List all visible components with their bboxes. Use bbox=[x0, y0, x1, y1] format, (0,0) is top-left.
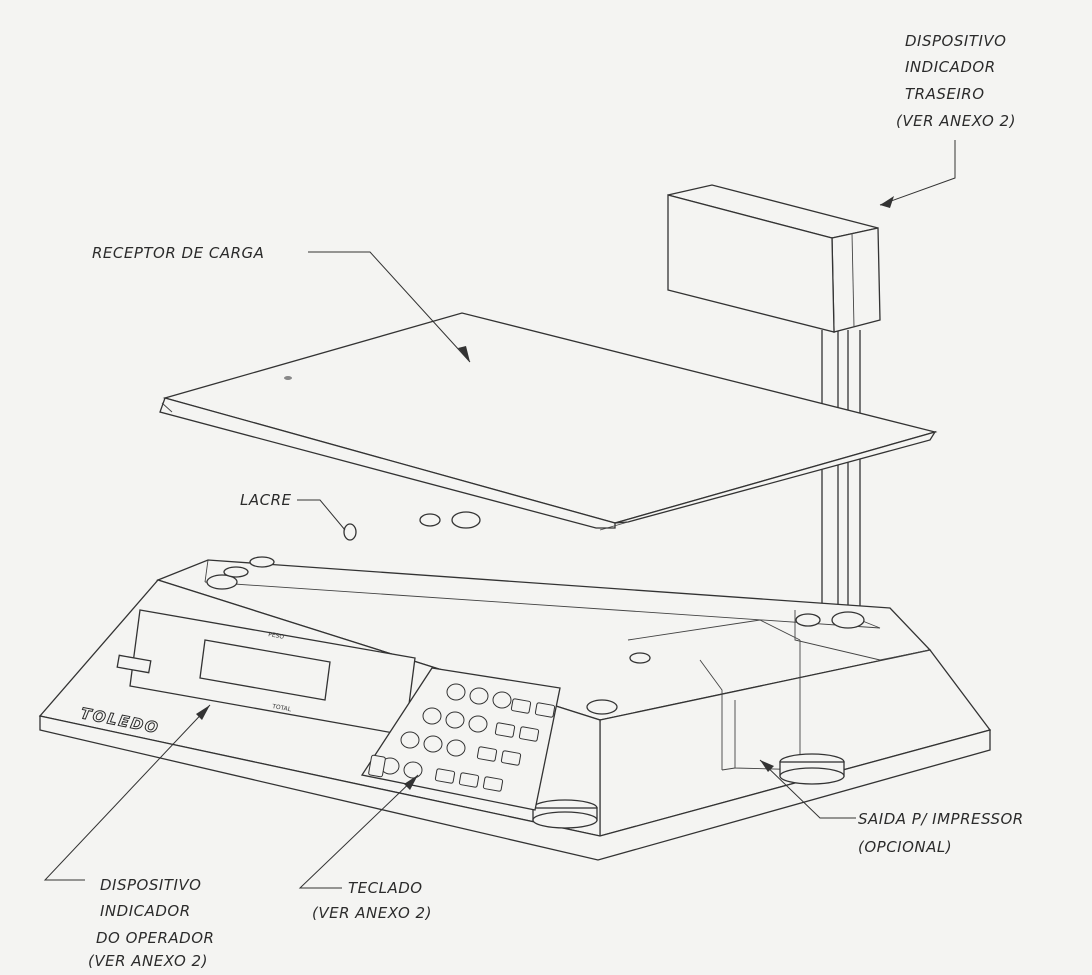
numeric-keys bbox=[380, 683, 512, 779]
label-printer-output: SAIDA P/ IMPRESSOR (OPCIONAL) bbox=[858, 810, 1024, 856]
label-line: SAIDA P/ IMPRESSOR bbox=[858, 810, 1024, 828]
label-line: INDICADOR bbox=[100, 902, 191, 920]
label-line: (VER ANEXO 2) bbox=[896, 112, 1016, 130]
label-line: (VER ANEXO 2) bbox=[312, 904, 432, 922]
label-keyboard: TECLADO (VER ANEXO 2) bbox=[312, 879, 432, 922]
label-line: DISPOSITIVO bbox=[905, 32, 1006, 50]
rear-display-box bbox=[667, 184, 881, 333]
platter-mark bbox=[284, 376, 292, 380]
platter bbox=[159, 312, 938, 531]
label-line: DISPOSITIVO bbox=[100, 876, 201, 894]
label-seal: LACRE bbox=[240, 491, 292, 509]
label-rear-display: DISPOSITIVO INDICADOR TRASEIRO (VER ANEX… bbox=[896, 32, 1016, 130]
label-line: (OPCIONAL) bbox=[858, 838, 952, 856]
svg-text:PESO: PESO bbox=[268, 631, 285, 641]
label-line: DO OPERADOR bbox=[96, 929, 214, 947]
label-load-receiver: RECEPTOR DE CARGA bbox=[92, 244, 264, 262]
foot-front bbox=[532, 799, 598, 829]
seal-and-knobs bbox=[206, 511, 865, 715]
keypad bbox=[360, 667, 561, 811]
label-line: (VER ANEXO 2) bbox=[88, 952, 208, 970]
label-line: TECLADO bbox=[348, 879, 423, 897]
rear-post bbox=[821, 330, 861, 622]
scale-feet bbox=[532, 753, 845, 829]
foot-right bbox=[779, 753, 845, 785]
label-line: INDICADOR bbox=[905, 58, 996, 76]
function-keys bbox=[368, 698, 556, 792]
label-line: TRASEIRO bbox=[905, 85, 985, 103]
label-operator-display: DISPOSITIVO INDICADOR DO OPERADOR (VER A… bbox=[88, 876, 214, 970]
svg-text:TOTAL: TOTAL bbox=[271, 703, 293, 713]
leader-lines bbox=[43, 140, 956, 889]
